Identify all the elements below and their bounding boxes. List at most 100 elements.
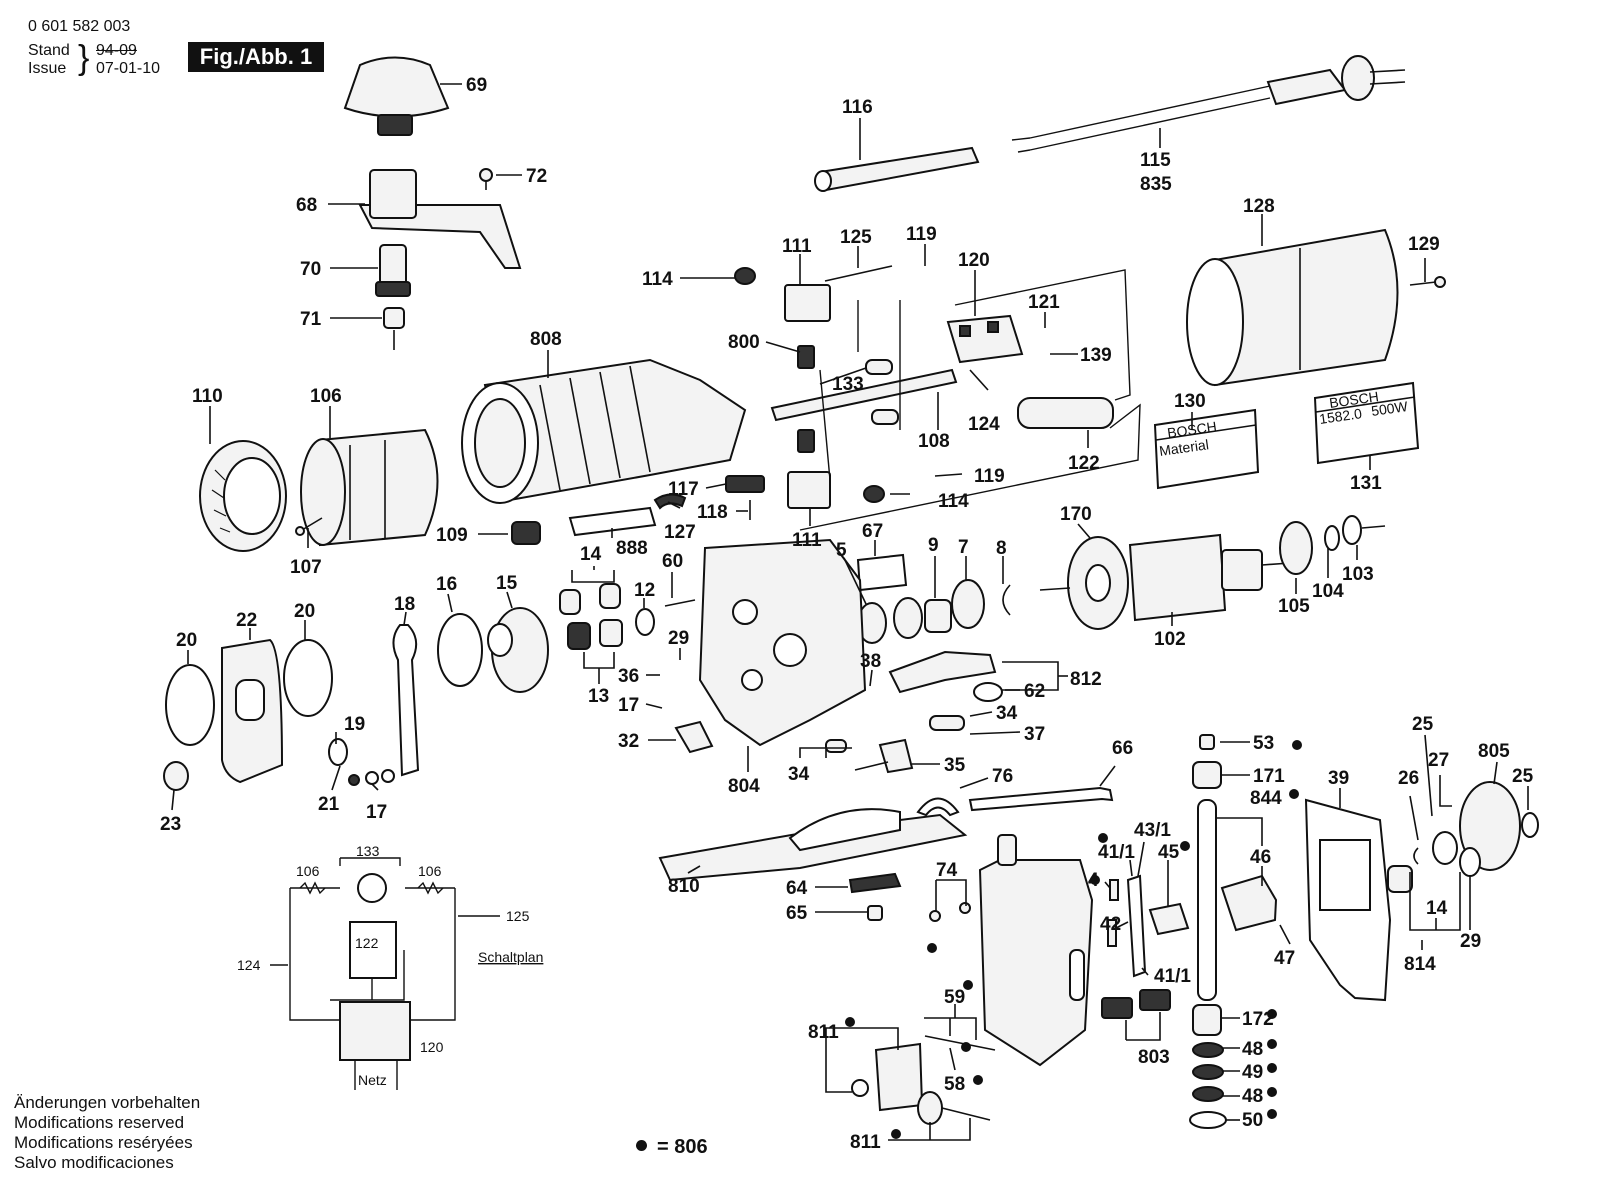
callout-13: 13	[588, 686, 609, 707]
callout-814: 814	[1404, 954, 1436, 975]
part-805-cover	[1459, 781, 1539, 871]
callout-119a: 119	[906, 224, 937, 245]
part-111-switch	[784, 284, 831, 509]
callout-58: 58	[944, 1074, 965, 1095]
part-104-washer	[1324, 525, 1340, 551]
callout-124: 124	[968, 414, 1000, 435]
callout-12: 12	[634, 580, 655, 601]
callout-22: 22	[236, 610, 257, 631]
callout-32: 32	[618, 731, 639, 752]
callout-102: 102	[1154, 629, 1186, 650]
callout-65: 65	[786, 903, 808, 924]
part-114-clip	[734, 267, 885, 503]
part-109-brush	[511, 521, 541, 545]
callout-49: 49	[1242, 1062, 1263, 1083]
part-76-clamp	[916, 797, 960, 817]
callout-46: 46	[1250, 847, 1271, 868]
callout-69: 69	[466, 75, 487, 96]
callout-127: 127	[664, 522, 696, 543]
callout-67: 67	[862, 521, 883, 542]
callout-34a: 34	[996, 703, 1018, 724]
note-fr: Modifications reséryées	[14, 1133, 193, 1152]
part-120-switch-block	[946, 314, 1024, 364]
note-en: Modifications reserved	[14, 1113, 185, 1132]
callout-4: 4	[1088, 870, 1099, 891]
part-19-21-17-washers	[328, 738, 395, 786]
callout-29a: 29	[668, 628, 689, 649]
callout-60: 60	[662, 551, 683, 572]
callout-844: 844	[1250, 788, 1282, 809]
stand-label: Stand	[28, 42, 70, 59]
callout-76: 76	[992, 766, 1013, 787]
callout-35: 35	[944, 755, 966, 776]
callout-9: 9	[928, 535, 939, 556]
callout-59: 59	[944, 987, 965, 1008]
schematic-label-120: 120	[420, 1039, 444, 1055]
legend-text: = 806	[657, 1136, 708, 1158]
part-811-bracket	[851, 1042, 991, 1125]
part-12-60-screw	[635, 599, 696, 636]
callout-25b: 25	[1512, 766, 1534, 787]
callout-139: 139	[1080, 345, 1112, 366]
part-20-gaskets	[165, 639, 333, 746]
part-133-choke	[865, 359, 899, 425]
figure-label: Fig./Abb. 1	[188, 42, 324, 72]
part-804-gear-housing	[698, 538, 867, 747]
part-58-pin	[924, 1035, 996, 1051]
callout-7: 7	[958, 537, 969, 558]
callout-125: 125	[840, 227, 872, 248]
callout-129: 129	[1408, 234, 1440, 255]
part-72-screw	[479, 168, 493, 190]
part-16-ring	[437, 613, 483, 687]
callout-109: 109	[436, 525, 468, 546]
issue-label: Issue	[28, 60, 67, 77]
callout-15: 15	[496, 573, 518, 594]
callout-111a: 111	[782, 236, 812, 257]
callout-42: 42	[1100, 914, 1121, 935]
callout-811b: 811	[850, 1132, 881, 1153]
part-116-tube	[814, 146, 980, 192]
callout-116: 116	[842, 97, 873, 118]
callout-107: 107	[290, 557, 322, 578]
callouts: 69 72 68 70 71 116 115 835 128 129 111 1…	[160, 75, 1534, 1153]
callout-48a: 48	[1242, 1039, 1263, 1060]
callout-38: 38	[860, 651, 881, 672]
bullet-markers	[845, 740, 1302, 1139]
callout-808: 808	[530, 329, 562, 350]
part-74-screws	[929, 902, 971, 922]
part-23-foot	[163, 761, 189, 791]
part-32-block	[674, 720, 714, 754]
callout-800: 800	[728, 332, 760, 353]
part-39-plate	[1304, 798, 1392, 1002]
part-gear-case-lower	[978, 834, 1094, 1067]
plate-131-power: 500W	[1370, 398, 1409, 419]
callout-70: 70	[300, 259, 321, 280]
part-68-bracket	[358, 169, 522, 269]
callout-18: 18	[394, 594, 415, 615]
callout-105: 105	[1278, 596, 1310, 617]
part-34-37-35-pins	[825, 715, 965, 774]
plate-130-text: Material	[1158, 436, 1210, 459]
callout-72: 72	[526, 166, 547, 187]
part-107-screw	[295, 517, 323, 536]
part-45-block	[1148, 902, 1190, 936]
part-15-gear	[487, 607, 549, 693]
callout-20a: 20	[176, 630, 197, 651]
part-115-cord	[1011, 55, 1406, 153]
callout-43-1: 43/1	[1134, 820, 1171, 841]
callout-53: 53	[1253, 733, 1274, 754]
callout-803: 803	[1138, 1047, 1170, 1068]
callout-888: 888	[616, 538, 648, 559]
schematic-label-106a: 106	[296, 863, 320, 879]
callout-66: 66	[1112, 738, 1133, 759]
callout-130: 130	[1174, 391, 1206, 412]
callout-104: 104	[1312, 581, 1344, 602]
schematic-label-106b: 106	[418, 863, 442, 879]
callout-20b: 20	[294, 601, 315, 622]
schematic-label-125: 125	[506, 908, 530, 924]
callout-114a: 114	[642, 269, 673, 290]
callout-14b: 14	[1426, 898, 1448, 919]
callout-171: 171	[1253, 766, 1285, 787]
part-117-part	[725, 475, 765, 493]
callout-74: 74	[936, 860, 958, 881]
